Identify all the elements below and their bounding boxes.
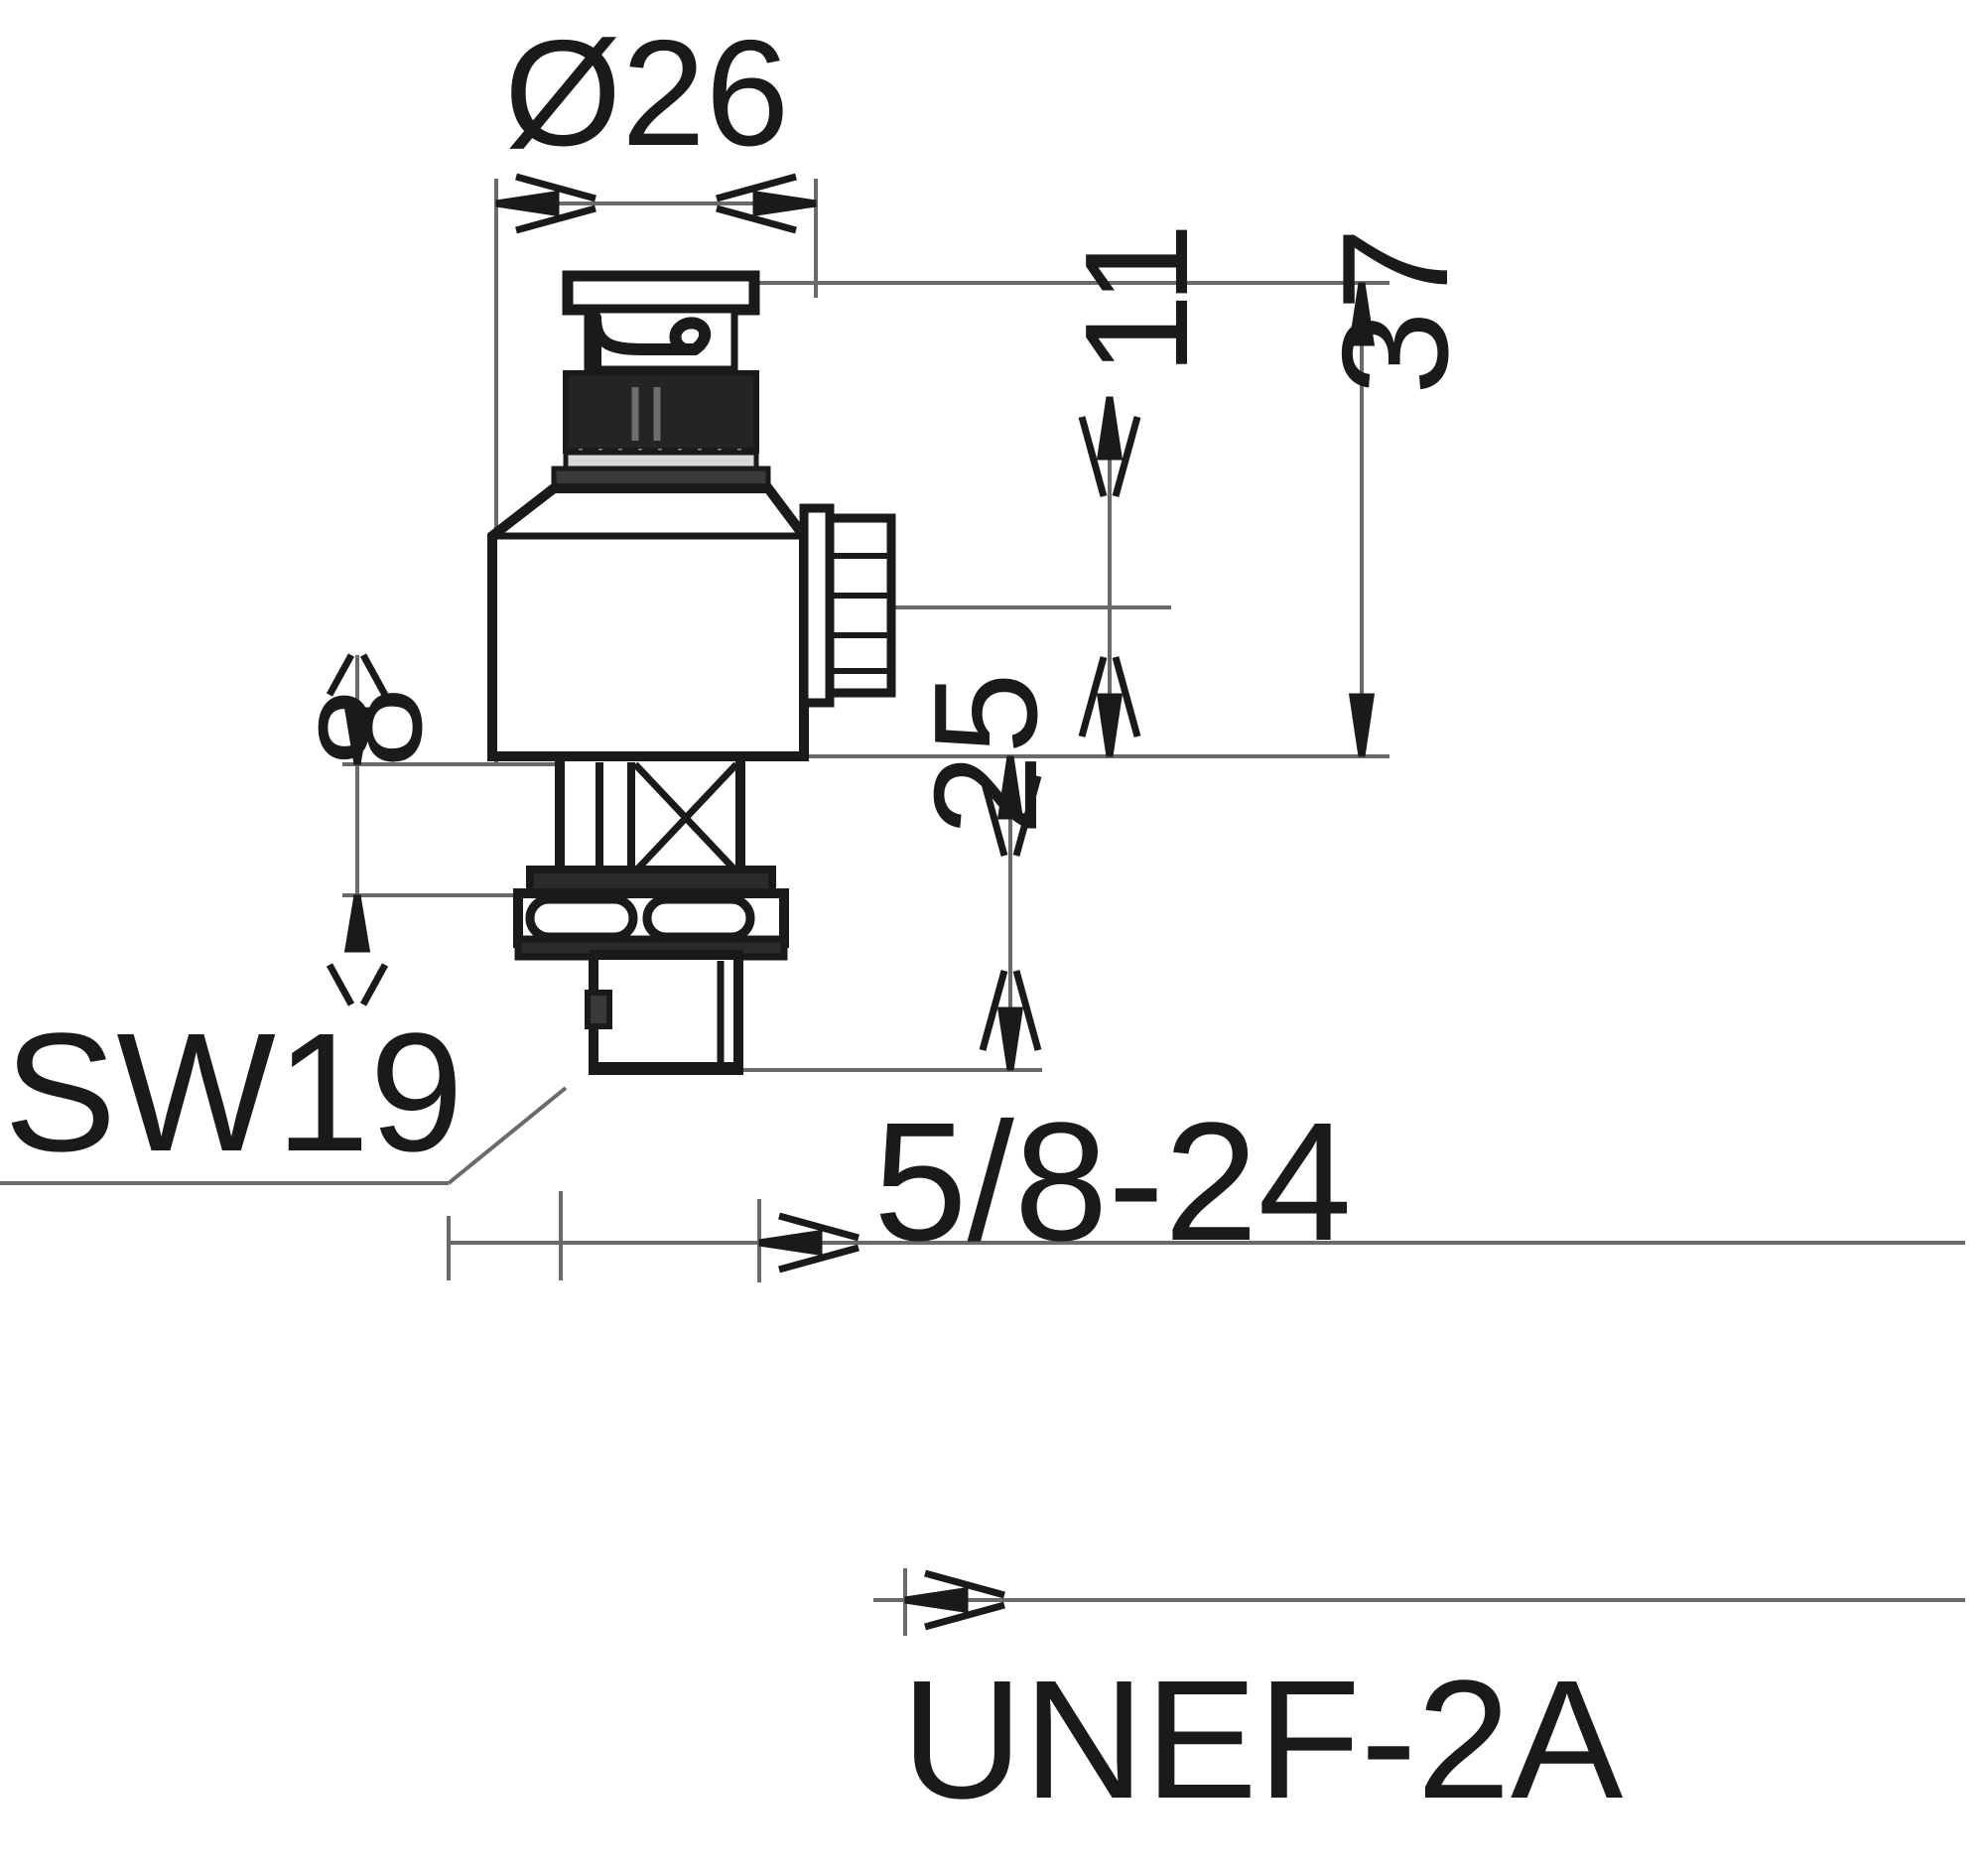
tick-25-c xyxy=(979,970,1008,1051)
arrowhead-25-bottom xyxy=(996,1006,1024,1071)
part-side-port-nut xyxy=(799,503,896,708)
arrowhead-37-bottom xyxy=(1348,693,1376,757)
dimension-arrowheads xyxy=(326,173,1376,1631)
dim-label-overall-height: 37 xyxy=(1311,226,1480,395)
tick-25-d xyxy=(1012,970,1042,1051)
dim-label-thread-length: 25 xyxy=(904,672,1068,836)
part-seal-lobe-left xyxy=(525,894,638,942)
tick-11-c xyxy=(1078,656,1108,737)
arrowhead-25-top xyxy=(996,755,1024,820)
part-geometry xyxy=(487,270,896,1075)
part-coil-body xyxy=(551,370,771,491)
tick-thread-a xyxy=(778,1212,860,1242)
tick-11-b xyxy=(1112,416,1141,497)
tick-dia-left-a xyxy=(515,173,596,202)
extension-lines xyxy=(0,179,1965,1636)
tick-11-d xyxy=(1112,656,1141,737)
dim-label-flange-thickness: 8 xyxy=(289,686,453,768)
tick-thread-b xyxy=(778,1244,860,1273)
tick-8-c xyxy=(326,963,355,1006)
part-seal-lobe-right xyxy=(642,894,755,942)
arrowhead-8-bottom xyxy=(343,894,371,953)
part-valve-body xyxy=(487,483,809,761)
dim-label-thread-size: 5/8-24 xyxy=(873,1088,1353,1276)
arrowhead-11-bottom xyxy=(1096,693,1124,757)
tick-25-b xyxy=(1012,775,1042,857)
dim-label-thread-class: UNEF-2A xyxy=(901,1646,1624,1834)
tick-dia-right-a xyxy=(716,173,797,202)
part-top-cap xyxy=(562,270,760,373)
part-terminal-hook xyxy=(590,312,712,379)
tick-11-a xyxy=(1078,416,1108,497)
arrowhead-11-top xyxy=(1096,396,1124,461)
tick-unef-a xyxy=(924,1569,1005,1599)
leader-line-sw19 xyxy=(447,1086,568,1185)
dim-label-hex-width: SW19 xyxy=(4,999,463,1187)
tick-8-d xyxy=(359,963,389,1006)
part-hex-stem xyxy=(555,751,745,882)
arrowhead-dia-left xyxy=(495,190,560,217)
arrowhead-8-top xyxy=(343,707,371,765)
arrowhead-thread-size xyxy=(758,1229,823,1257)
arrowhead-dia-right xyxy=(752,190,817,217)
arrowhead-37-top xyxy=(1348,282,1376,346)
dim-label-port-height: 11 xyxy=(1055,222,1219,375)
part-stem-tip xyxy=(596,1062,736,1074)
part-threaded-stem xyxy=(585,950,743,1075)
tick-8-a xyxy=(326,653,355,697)
tick-25-a xyxy=(979,775,1008,857)
tick-unef-b xyxy=(924,1601,1005,1631)
tick-dia-left-b xyxy=(515,204,596,234)
tick-dia-right-b xyxy=(716,204,797,234)
dim-label-diameter: Ø26 xyxy=(504,9,790,178)
tick-8-b xyxy=(359,653,389,697)
arrowhead-unef xyxy=(904,1586,969,1614)
part-hex-flange xyxy=(513,866,789,961)
